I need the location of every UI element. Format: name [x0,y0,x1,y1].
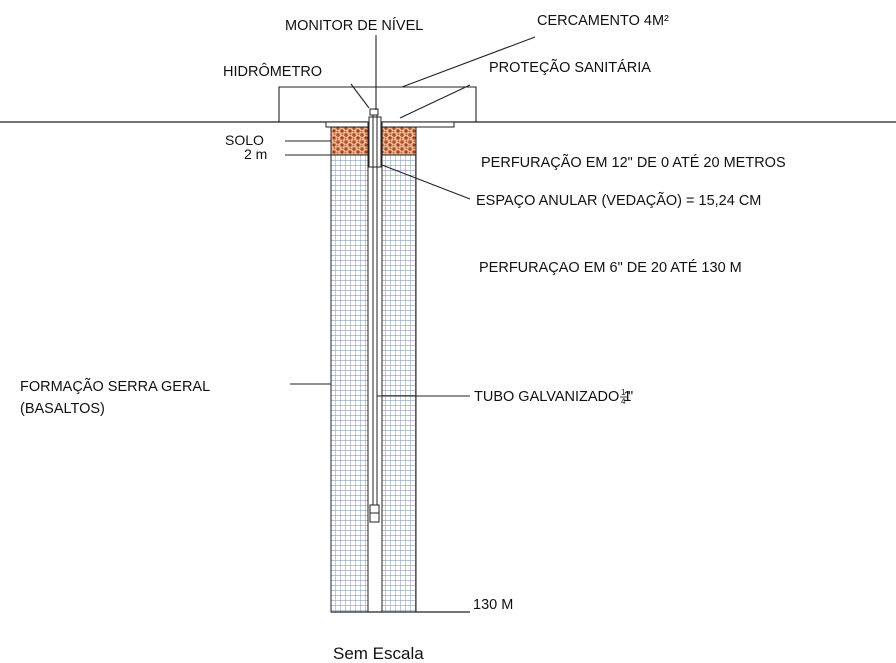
leader-cercamento [401,36,536,88]
leader-hidrometro [350,83,370,109]
fence-enclosure [278,86,477,122]
basalt-column-right [381,154,417,613]
label-hidrometro: HIDRÔMETRO [223,63,322,80]
label-protecao-sanitaria: PROTEÇÃO SANITÁRIA [489,59,651,76]
label-perfuracao-6: PERFURAÇAO EM 6" DE 20 ATÉ 130 M [479,259,742,276]
sanitary-slab [325,121,455,128]
label-monitor-nivel: MONITOR DE NÍVEL [285,17,423,34]
wellhead-cap [369,108,379,116]
label-formacao-line1: FORMAÇÃO SERRA GERAL [20,378,210,395]
label-espaco-anular: ESPAÇO ANULAR (VEDAÇÃO) = 15,24 CM [476,192,761,209]
label-tubo-frac-den: 4 [621,397,626,406]
label-2m: 2 m [244,146,267,162]
label-tubo-suffix: " [628,389,633,405]
borehole [367,121,383,613]
label-perfuracao-12: PERFURAÇÃO EM 12" DE 0 ATÉ 20 METROS [481,154,786,171]
label-depth-130m: 130 M [473,597,513,613]
label-cercamento: CERCAMENTO 4M² [537,13,669,29]
label-tubo-galvanizado: TUBO GALVANIZADO 1 [474,389,631,405]
casing-upper [368,116,382,168]
soil-layer-right [381,126,417,156]
caption-sem-escala: Sem Escala [333,644,424,663]
label-formacao-line2: (BASALTOS) [20,401,105,417]
basalt-column-left [330,154,369,613]
label-tubo-frac-num: 1 [621,388,626,397]
soil-layer-left [330,126,369,156]
leader-protecao [399,84,471,119]
label-solo: SOLO [225,132,264,148]
leader-espaco [381,164,471,200]
